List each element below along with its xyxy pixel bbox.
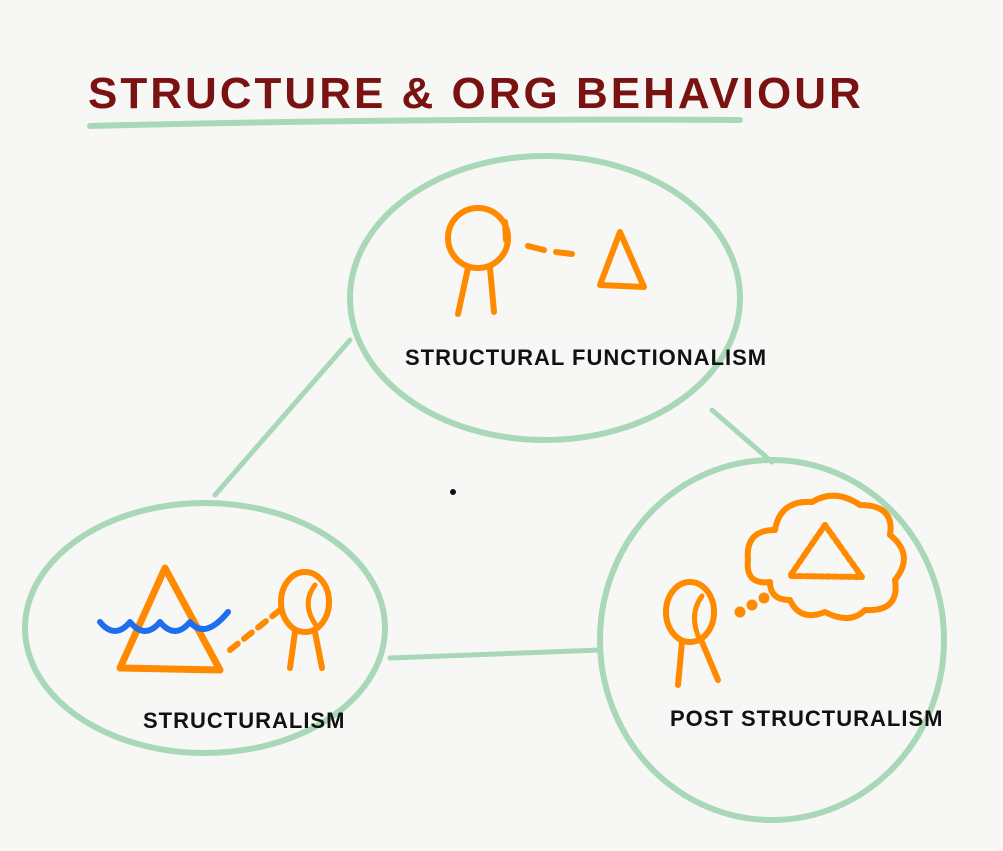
connector-bottom: [387, 647, 603, 661]
center-dot: [450, 489, 456, 495]
connector-left: [212, 337, 353, 498]
node-label-structuralism: STRUCTURALISM: [143, 708, 345, 733]
person-with-triangle-icon: [445, 205, 647, 317]
node-label-structural-functionalism: STRUCTURAL FUNCTIONALISM: [405, 345, 767, 370]
iceberg-and-person-icon: [97, 564, 332, 674]
diagram-title: STRUCTURE & ORG BEHAVIOUR: [88, 69, 864, 118]
node-circle-structural-functionalism: [347, 153, 743, 443]
person-thinking-cloud-icon: [663, 492, 907, 688]
node-circle-structuralism: [22, 500, 388, 756]
node-label-post-structuralism: POST STRUCTURALISM: [670, 706, 943, 731]
title-underline: [87, 116, 743, 129]
connector-right: [709, 407, 775, 465]
node-circle-post-structuralism: [597, 457, 947, 823]
